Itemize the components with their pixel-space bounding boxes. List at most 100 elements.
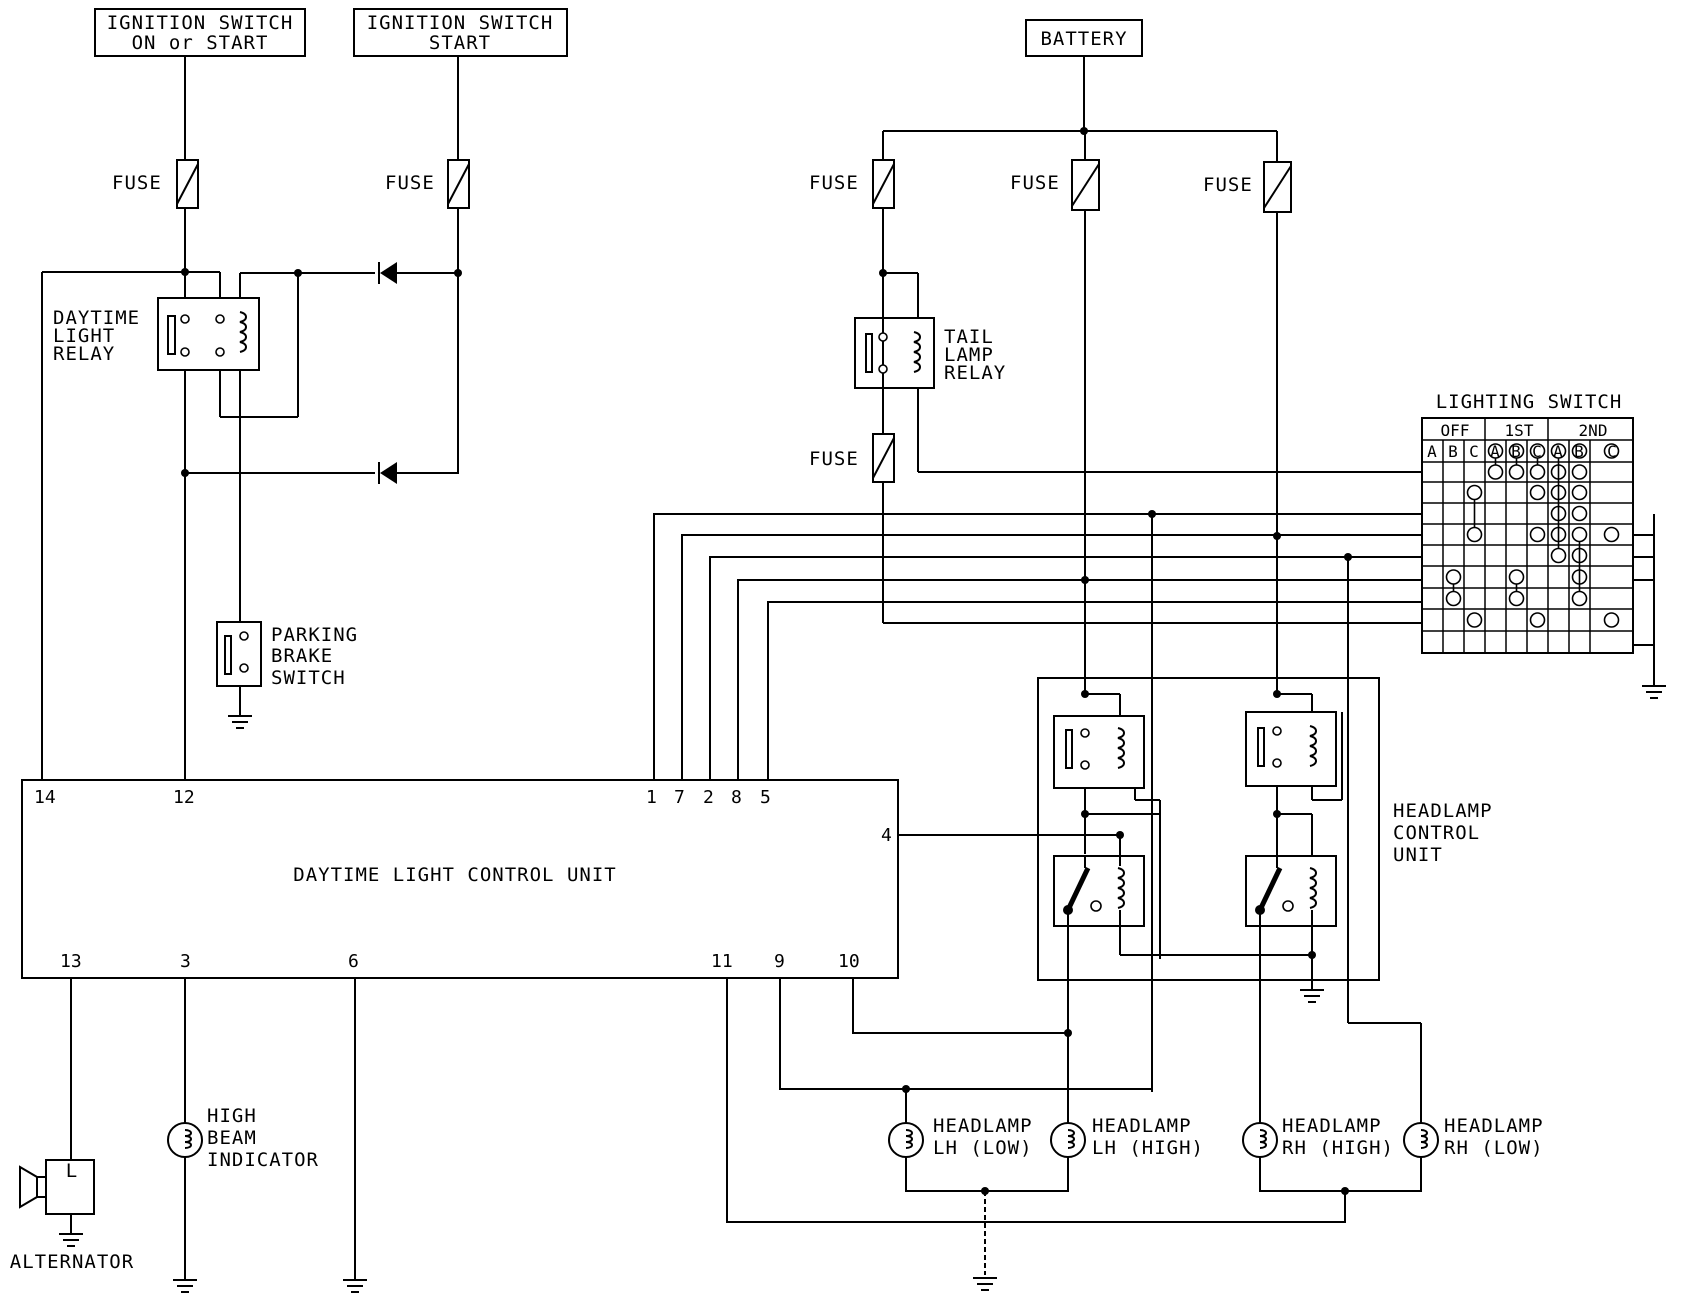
pin-10: 10 [838,951,860,972]
pin-4: 4 [881,825,892,846]
headlamp-control-label-2: CONTROL [1393,822,1480,844]
indicator-label-1: HIGH [207,1105,257,1127]
lighting-switch-grid [1421,418,1634,654]
parking-brake-label-2: BRAKE [271,645,333,667]
lighting-switch-title: LIGHTING SWITCH [1436,391,1623,413]
headlamp-rh-low-label-2: RH (LOW) [1444,1137,1544,1159]
diode-lower [378,462,397,484]
switch-contact [1529,612,1546,628]
switch-contact [1466,526,1483,543]
switch-contact [1508,569,1525,585]
battery-label: BATTERY [1040,28,1127,50]
headlamp-lh-high-label-2: LH (HIGH) [1092,1137,1204,1159]
pin-12: 12 [173,787,195,808]
left-wiring [41,56,462,780]
headlamp-lh-low-label-2: LH (LOW) [933,1137,1033,1159]
headlamp-lh-low-label-1: HEADLAMP [933,1115,1033,1137]
alternator-label: ALTERNATOR [10,1251,134,1273]
pin-14: 14 [34,787,56,808]
switch-contact [1508,590,1525,607]
headlamp-rh-low: HEADLAMP RH (LOW) [1403,1115,1544,1159]
fuse-label: FUSE [385,172,435,194]
switch-contact [1487,464,1504,480]
switch-col-b: B [1511,442,1521,461]
ignition-start-supply: IGNITION SWITCH START [353,8,568,57]
switch-contact [1550,547,1567,564]
ignition-on-start-supply: IGNITION SWITCH ON or START [94,8,306,57]
fuse-label: FUSE [112,172,162,194]
switch-col-b: B [1574,442,1584,461]
headlamp-rh-low-label-1: HEADLAMP [1444,1115,1544,1137]
switch-col-a: A [1427,442,1437,461]
switch-col-a: A [1490,442,1500,461]
switch-col-c: C [1607,442,1617,461]
switch-contact [1571,505,1588,522]
pin-11: 11 [711,951,733,972]
diode-upper [378,262,397,284]
tail-lamp-relay: TAIL LAMP RELAY [854,317,1006,389]
switch-contact [1445,590,1462,607]
switch-col-c: C [1469,442,1479,461]
tail-relay-label-1: TAIL [944,326,994,348]
ignition-start-label-2: START [429,32,491,54]
fuse-tail: FUSE [809,159,895,209]
switch-group-off: OFF [1441,421,1470,440]
ignition-on-start-label-1: IGNITION SWITCH [107,12,294,34]
switch-contact [1466,612,1483,628]
fuse-ign-start: FUSE [385,159,470,209]
pin-8: 8 [731,787,742,808]
switch-contact [1529,464,1546,480]
lighting-switch-columns: A B C A B C A B C [1427,442,1617,461]
headlamp-control-unit: HEADLAMP CONTROL UNIT [898,677,1493,1123]
alternator: L ALTERNATOR [10,978,134,1273]
headlamp-wiring [726,978,1422,1291]
daytime-light-control-unit: DAYTIME LIGHT CONTROL UNIT 14 12 1 7 2 8… [21,779,899,979]
switch-col-c: C [1532,442,1542,461]
headlamp-control-label-1: HEADLAMP [1393,800,1493,822]
fuse-label: FUSE [1010,172,1060,194]
daytime-light-relay: DAYTIME LIGHT RELAY [53,297,260,371]
switch-contact [1603,443,1620,459]
fuse-head-right: FUSE [1203,161,1292,213]
pin-6-ground [343,978,367,1293]
switch-contact [1571,590,1588,607]
fuse-label: FUSE [1203,174,1253,196]
switch-contact [1603,526,1620,543]
ignition-on-start-label-2: ON or START [132,32,269,54]
switch-contact [1529,526,1546,543]
lighting-switch: LIGHTING SWITCH OFF 1ST 2ND A B C A B C … [1421,391,1666,699]
fuse-label: FUSE [809,172,859,194]
headlamp-rh-high: HEADLAMP RH (HIGH) [1242,1115,1393,1159]
switch-group-1st: 1ST [1505,421,1534,440]
fuse-tail-2: FUSE [809,433,895,483]
switch-contact [1571,464,1588,480]
pin-6: 6 [348,951,359,972]
switch-contact [1529,484,1546,501]
daytime-relay-label-2: LIGHT [53,325,115,347]
pin-9: 9 [774,951,785,972]
ignition-start-label-1: IGNITION SWITCH [367,12,554,34]
headlamp-lh-low: HEADLAMP LH (LOW) [888,1115,1033,1159]
fuse-label: FUSE [809,448,859,470]
switch-harness [653,510,1422,1092]
headlamp-lh-high: HEADLAMP LH (HIGH) [1050,1115,1204,1159]
pin-13: 13 [60,951,82,972]
high-beam-indicator: HIGH BEAM INDICATOR [167,978,319,1293]
daytime-relay-label-3: RELAY [53,343,115,365]
daytime-relay-label-1: DAYTIME [53,307,140,329]
battery-supply: BATTERY [1025,19,1143,57]
headlamp-lh-high-label-1: HEADLAMP [1092,1115,1192,1137]
pin-2: 2 [703,787,714,808]
switch-contact [1571,526,1588,543]
headlamp-rh-high-label-1: HEADLAMP [1282,1115,1382,1137]
switch-contact [1445,569,1462,585]
headlamp-control-label-3: UNIT [1393,844,1443,866]
switch-contact [1466,484,1483,501]
tail-relay-label-2: LAMP [944,344,994,366]
tail-relay-label-3: RELAY [944,362,1006,384]
parking-brake-label-1: PARKING [271,624,358,646]
switch-col-b: B [1448,442,1458,461]
parking-brake-label-3: SWITCH [271,667,346,689]
indicator-label-3: INDICATOR [207,1149,319,1171]
